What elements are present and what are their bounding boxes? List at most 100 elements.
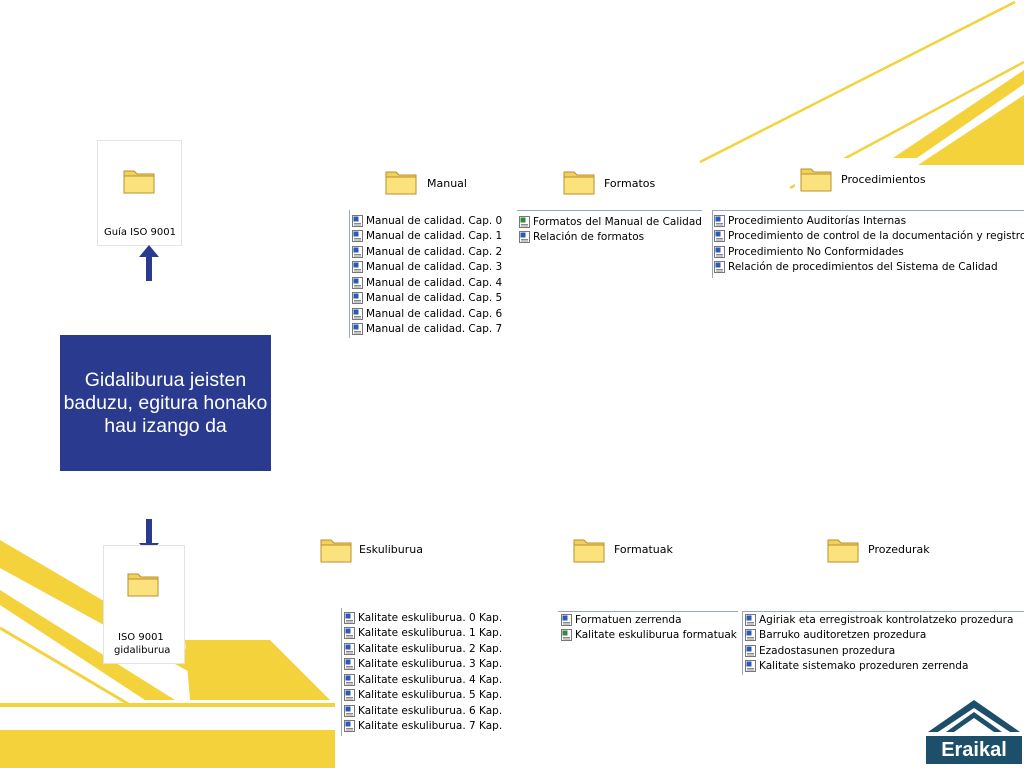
list-item[interactable]: Agiriak eta erregistroak kontrolatzeko p…	[745, 612, 1013, 628]
word-file-icon	[714, 214, 725, 227]
list-item[interactable]: Relación de procedimientos del Sistema d…	[714, 260, 1024, 276]
list-divider	[712, 210, 713, 278]
formatos-folder-label: Formatos	[604, 177, 656, 190]
procedimientos-folder-header[interactable]: Procedimientos	[795, 158, 926, 200]
manual-folder-label: Manual	[427, 177, 467, 190]
list-item[interactable]: Kalitate eskuliburua. 2 Kap.	[344, 641, 502, 657]
list-item[interactable]: Kalitate eskuliburua. 4 Kap.	[344, 672, 502, 688]
eskuliburua-file-list: Kalitate eskuliburua. 0 Kap. Kalitate esk…	[344, 610, 502, 734]
list-item[interactable]: Barruko auditoretzen prozedura	[745, 628, 1013, 644]
list-item[interactable]: Ezadostasunen prozedura	[745, 643, 1013, 659]
word-file-icon	[745, 660, 756, 673]
list-item[interactable]: Manual de calidad. Cap. 7	[352, 322, 502, 338]
word-file-icon	[745, 644, 756, 657]
list-item[interactable]: Kalitate sistemako prozeduren zerrenda	[745, 659, 1013, 675]
word-file-icon	[352, 261, 363, 274]
list-item[interactable]: Kalitate eskuliburua. 7 Kap.	[344, 719, 502, 735]
manual-folder-header[interactable]: Manual	[380, 160, 484, 205]
eskuliburua-folder-header[interactable]: Eskuliburua	[317, 528, 447, 572]
prozedurak-folder-header[interactable]: Prozedurak	[824, 528, 944, 572]
list-item-label: Relación de formatos	[533, 231, 645, 244]
list-item[interactable]: Kalitate eskuliburua. 5 Kap.	[344, 688, 502, 704]
list-item-label: Kalitate sistemako prozeduren zerrenda	[759, 660, 969, 673]
house-roof-icon	[928, 700, 1020, 732]
procedimientos-folder-label: Procedimientos	[841, 173, 926, 186]
word-file-icon	[519, 231, 530, 244]
list-divider	[341, 608, 342, 736]
list-item[interactable]: Kalitate eskuliburua. 1 Kap.	[344, 626, 502, 642]
list-item[interactable]: Relación de formatos	[519, 230, 702, 246]
list-divider	[742, 611, 1024, 612]
word-file-icon	[344, 627, 355, 640]
list-item[interactable]: Manual de calidad. Cap. 3	[352, 260, 502, 276]
folder-icon	[800, 168, 832, 192]
list-item-label: Formatuen zerrenda	[575, 613, 682, 626]
word-file-icon	[352, 307, 363, 320]
list-item-label: Manual de calidad. Cap. 5	[366, 292, 503, 305]
list-item[interactable]: Formatuen zerrenda	[561, 612, 737, 628]
list-item-label: Kalitate eskuliburua. 4 Kap.	[358, 673, 503, 686]
list-item[interactable]: Formatos del Manual de Calidad	[519, 214, 702, 230]
word-file-icon	[714, 245, 725, 258]
up-arrow-icon	[139, 245, 159, 281]
list-item-label: Procedimiento Auditorías Internas	[728, 214, 907, 227]
list-item[interactable]: Kalitate eskuliburua. 3 Kap.	[344, 657, 502, 673]
list-divider	[517, 210, 702, 211]
list-item[interactable]: Manual de calidad. Cap. 4	[352, 275, 502, 291]
list-item-label: Procedimiento No Conformidades	[728, 245, 904, 258]
folder-icon	[123, 170, 155, 194]
folder-icon	[563, 171, 595, 195]
list-item-label: Manual de calidad. Cap. 3	[366, 261, 503, 274]
list-item[interactable]: Procedimiento No Conformidades	[714, 244, 1024, 260]
eskuliburua-folder-label: Eskuliburua	[359, 543, 423, 556]
list-item-label: Kalitate eskuliburua formatuak	[575, 629, 737, 642]
word-file-icon	[344, 704, 355, 717]
list-item[interactable]: Kalitate eskuliburua. 0 Kap.	[344, 610, 502, 626]
logo-text: Eraikal	[941, 738, 1007, 761]
list-item-label: Manual de calidad. Cap. 6	[366, 307, 503, 320]
list-item-label: Barruko auditoretzen prozedura	[759, 629, 927, 642]
list-item[interactable]: Manual de calidad. Cap. 5	[352, 291, 502, 307]
list-item[interactable]: Procedimiento de control de la documenta…	[714, 229, 1024, 245]
word-file-icon	[714, 230, 725, 243]
word-file-icon	[344, 658, 355, 671]
list-item[interactable]: Procedimiento Auditorías Internas	[714, 213, 1024, 229]
list-divider	[558, 611, 738, 612]
word-file-icon	[352, 245, 363, 258]
word-file-icon	[344, 720, 355, 733]
list-item-label: Procedimiento de control de la documenta…	[728, 230, 1024, 243]
list-item[interactable]: Manual de calidad. Cap. 1	[352, 229, 502, 245]
folder-icon	[573, 539, 605, 563]
eraikal-logo: Eraikal	[926, 698, 1022, 766]
list-item-label: Ezadostasunen prozedura	[759, 644, 896, 657]
list-item-label: Kalitate eskuliburua. 7 Kap.	[358, 720, 503, 733]
list-item[interactable]: Manual de calidad. Cap. 6	[352, 306, 502, 322]
list-item[interactable]: Manual de calidad. Cap. 2	[352, 244, 502, 260]
list-item[interactable]: Manual de calidad. Cap. 0	[352, 213, 502, 229]
list-item[interactable]: Kalitate eskuliburua. 6 Kap.	[344, 703, 502, 719]
word-file-icon	[352, 323, 363, 336]
word-file-icon	[352, 214, 363, 227]
word-file-icon	[344, 673, 355, 686]
guide-folder-card-eu[interactable]: ISO 9001 gidaliburua	[103, 545, 185, 664]
list-item-label: Agiriak eta erregistroak kontrolatzeko p…	[759, 613, 1014, 626]
formatuak-folder-header[interactable]: Formatuak	[570, 528, 690, 572]
list-item[interactable]: Kalitate eskuliburua formatuak	[561, 628, 737, 644]
callout-box: Gidaliburua jeisten baduzu, egitura hona…	[60, 335, 271, 471]
callout-text: Gidaliburua jeisten baduzu, egitura hona…	[63, 368, 268, 437]
formatos-folder-header[interactable]: Formatos	[558, 160, 688, 205]
word-file-icon	[561, 613, 572, 626]
excel-file-icon	[519, 215, 530, 228]
list-divider	[742, 611, 743, 675]
list-divider	[712, 210, 1024, 211]
word-file-icon	[745, 613, 756, 626]
guide-folder-card[interactable]: Guía ISO 9001	[97, 140, 182, 246]
list-item-label: Kalitate eskuliburua. 3 Kap.	[358, 658, 503, 671]
prozedurak-folder-label: Prozedurak	[868, 543, 930, 556]
list-item-label: Kalitate eskuliburua. 0 Kap.	[358, 611, 503, 624]
list-item-label: Formatos del Manual de Calidad	[533, 215, 702, 228]
prozedurak-file-list: Agiriak eta erregistroak kontrolatzeko p…	[745, 612, 1013, 674]
